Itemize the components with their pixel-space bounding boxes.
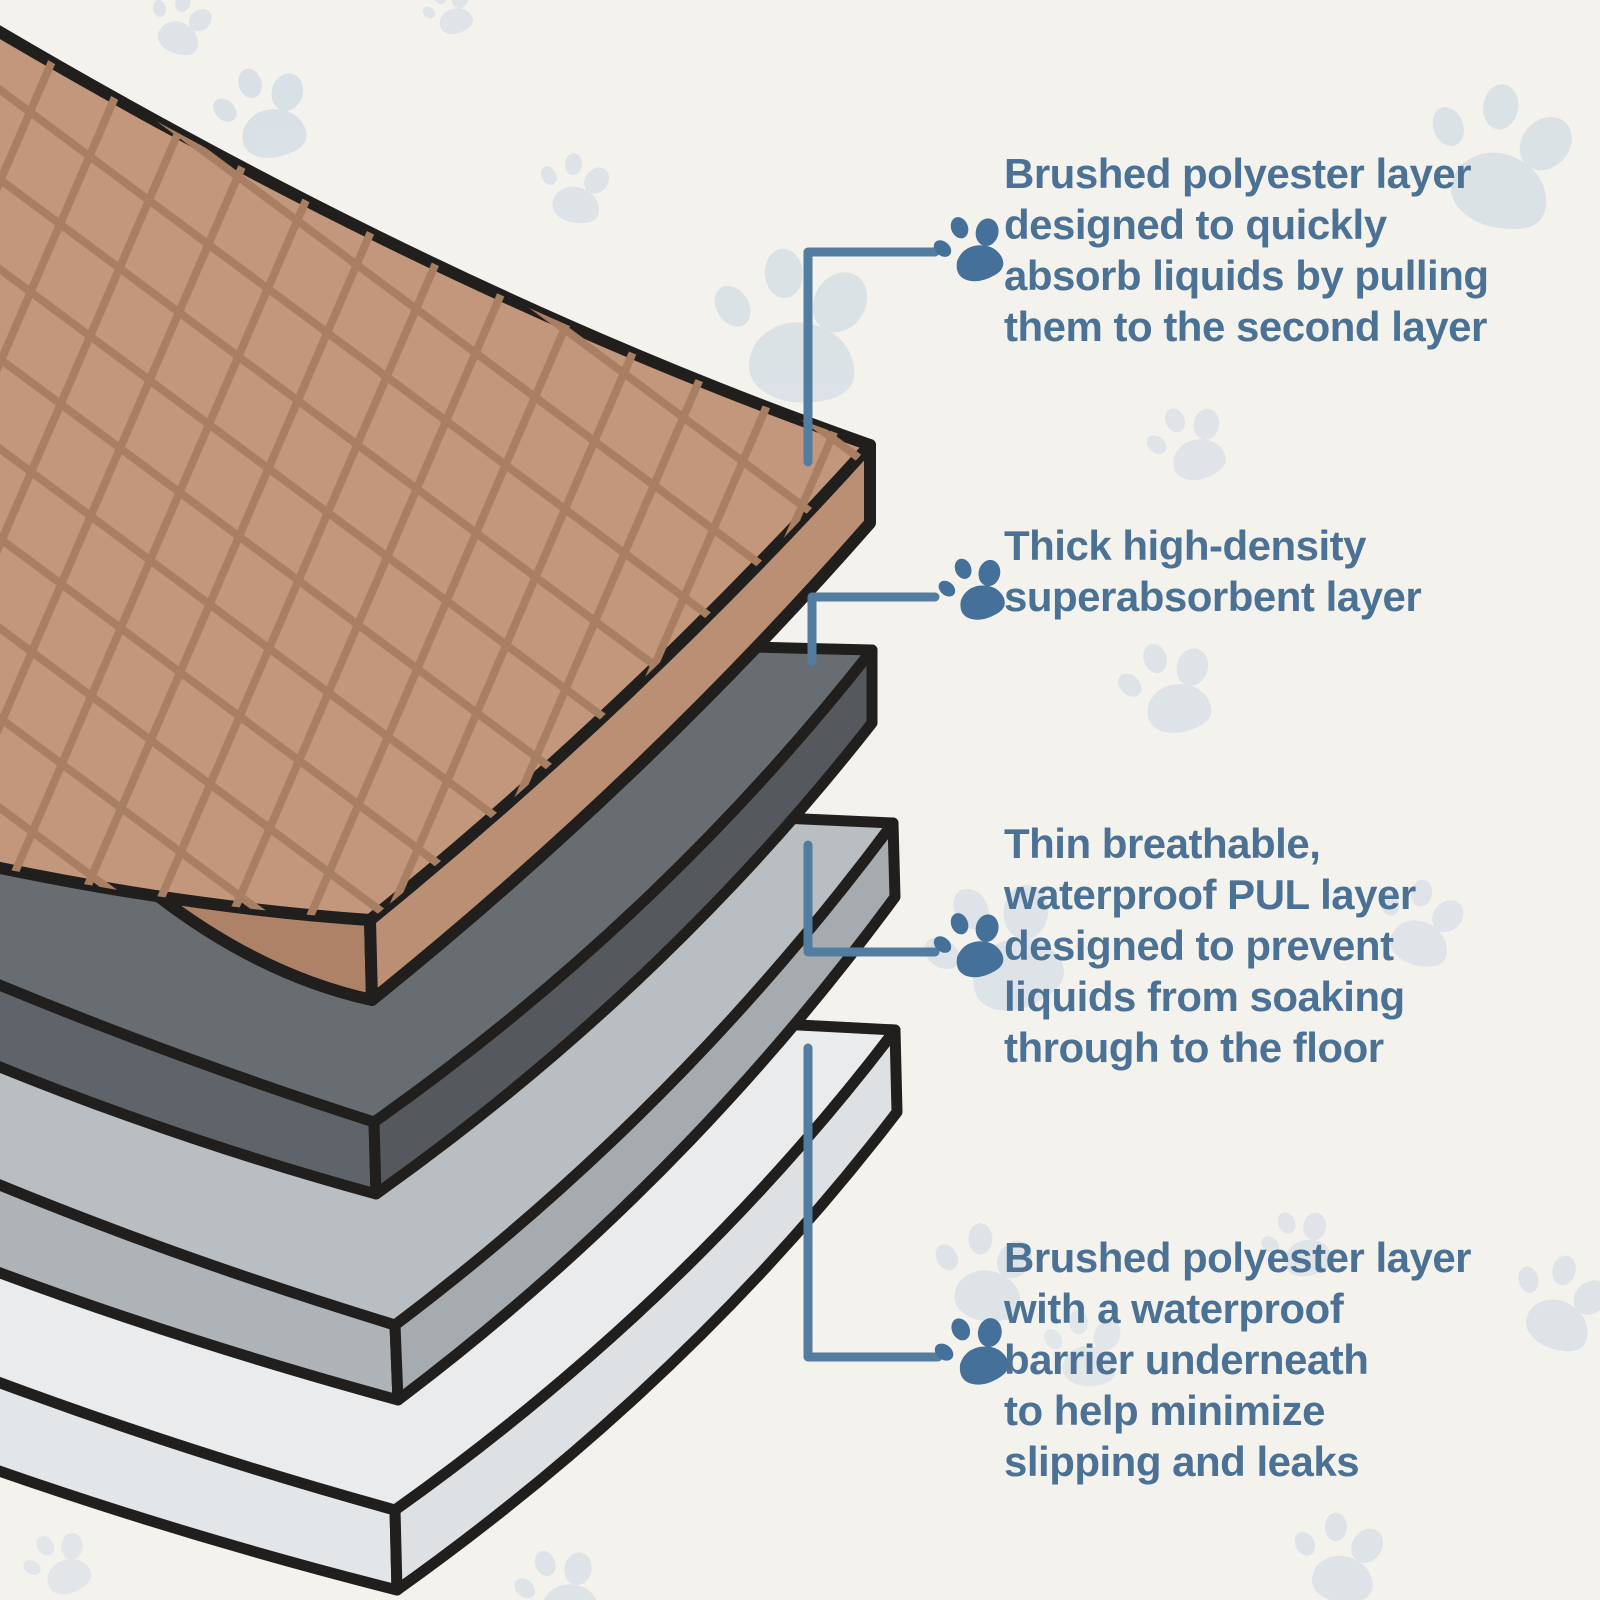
connector-layer-2 bbox=[807, 592, 940, 666]
connector-layer-1 bbox=[803, 247, 940, 467]
layer-quilted-top bbox=[0, 25, 876, 1006]
connector-lines bbox=[803, 247, 943, 1362]
connector-layer-3 bbox=[803, 840, 940, 957]
annotation-base-layer: Brushed polyester layer with a waterproo… bbox=[1004, 1234, 1472, 1485]
quilt-pattern-overlay bbox=[0, 32, 870, 920]
annotation-pul-layer: Thin breathable, waterproof PUL layer de… bbox=[1004, 820, 1416, 1071]
annotation-top-layer: Brushed polyester layer designed to quic… bbox=[1004, 150, 1489, 350]
annotation-superabsorbent-layer: Thick high-density superabsorbent layer bbox=[1004, 522, 1422, 620]
connector-layer-4 bbox=[803, 1043, 943, 1362]
